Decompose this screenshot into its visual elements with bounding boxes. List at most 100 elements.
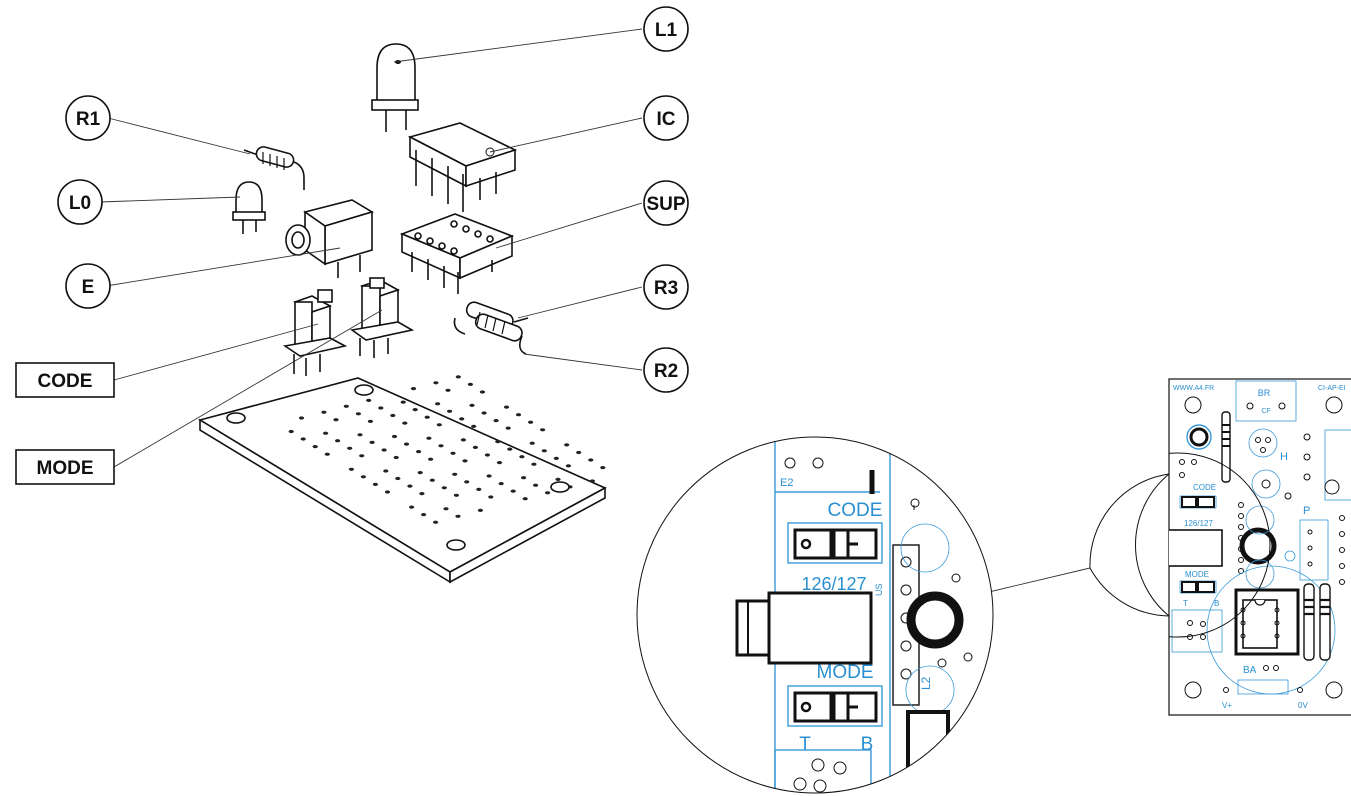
- pcb-hole: [479, 390, 485, 394]
- pcb-hole: [343, 404, 349, 408]
- pcb-hole: [391, 434, 398, 439]
- pcb-hole: [357, 433, 363, 437]
- pcb-hole: [288, 429, 294, 434]
- callout-l0-label: L0: [69, 193, 91, 214]
- pcb-hole: [360, 475, 366, 479]
- pcb-hole: [531, 462, 537, 466]
- pcb-hole: [435, 402, 441, 406]
- pcb-hole: [419, 492, 425, 496]
- zoom-code-label: CODE: [828, 500, 883, 521]
- board-p-label: P: [1303, 505, 1310, 517]
- ic-socket-part: [399, 213, 515, 294]
- pcb-hole: [477, 508, 483, 512]
- pcb-hole: [471, 424, 477, 428]
- pcb-hole: [390, 413, 396, 418]
- pcb-hole: [588, 458, 594, 462]
- pcb-hole: [467, 382, 473, 386]
- pcb-hole: [476, 487, 482, 491]
- pcb-hole: [469, 403, 475, 407]
- pcb-hole: [488, 495, 494, 499]
- callout-mode-label: MODE: [37, 458, 94, 479]
- pcb-hole: [522, 497, 528, 501]
- pcb-hole: [553, 456, 559, 460]
- jumper-mode-part: [349, 277, 415, 358]
- pcb-hole: [436, 423, 442, 427]
- zoom-detail: E2 CODE 126/127 US MODE T B: [636, 436, 994, 794]
- callout-sup: SUP: [643, 180, 689, 226]
- zoom-t-label: T: [799, 734, 811, 755]
- resistors-r3-r2-part: [453, 301, 529, 355]
- pcb-holes: [288, 375, 606, 524]
- pcb-hole: [321, 410, 327, 414]
- pcb-hole: [335, 439, 341, 443]
- zoom-l2-label: L2: [919, 676, 933, 690]
- board-value-label: 126/127: [1184, 519, 1213, 528]
- pcb-hole: [464, 480, 470, 484]
- pcb-hole: [505, 426, 511, 430]
- pcb-hole: [383, 469, 389, 473]
- pcb-hole: [496, 461, 503, 465]
- callout-ic: IC: [643, 95, 689, 141]
- callout-l1-label: L1: [655, 20, 678, 41]
- ic-chip-part: [407, 122, 518, 212]
- board-br-label: BR: [1258, 388, 1271, 398]
- pcb-hole: [528, 420, 534, 424]
- pcb-hole: [565, 464, 572, 468]
- pcb-hole: [367, 419, 373, 423]
- pcb-hole: [407, 484, 413, 488]
- board-ref-label: CI-AP-EI: [1318, 385, 1346, 392]
- board-mode-label: MODE: [1185, 570, 1209, 579]
- callout-r1: R1: [65, 95, 111, 141]
- pcb-hole: [555, 477, 561, 481]
- pcb-hole: [348, 467, 354, 471]
- pcb-hole: [426, 436, 432, 440]
- pcb-hole: [486, 474, 492, 478]
- pcb-hole: [355, 412, 361, 416]
- leader-lines: [99, 28, 643, 468]
- pcb-hole: [438, 444, 444, 448]
- pcb-hole: [410, 387, 417, 391]
- callout-r3: R3: [643, 264, 689, 310]
- pcb-hole: [455, 375, 461, 379]
- zoom-value-label: 126/127: [801, 574, 866, 594]
- callout-e-label: E: [82, 277, 95, 298]
- pcb-hole: [545, 491, 551, 495]
- pcb-hole: [519, 455, 525, 459]
- pcb-hole: [424, 415, 430, 419]
- pcb-hole: [323, 431, 329, 435]
- board-left-pins: [1238, 502, 1244, 574]
- callout-sup-label: SUP: [646, 194, 685, 215]
- pcb-hole: [447, 409, 453, 413]
- pcb-hole: [381, 448, 387, 452]
- board-h-label: H: [1280, 451, 1288, 463]
- pcb-hole: [366, 398, 372, 402]
- zoom-us-label: US: [874, 583, 884, 596]
- pcb-hole: [400, 400, 406, 404]
- pcb-hole: [453, 493, 459, 497]
- pcb-hole: [428, 457, 434, 461]
- pcb-hole: [503, 405, 510, 409]
- pcb-hole: [507, 447, 513, 451]
- pcb-hole: [462, 459, 468, 463]
- callout-r2-label: R2: [654, 361, 678, 382]
- pcb-hole: [452, 472, 458, 476]
- pcb-hole: [433, 381, 439, 385]
- pcb-hole: [445, 388, 451, 392]
- callout-l0: L0: [57, 179, 103, 225]
- pcb-hole: [472, 445, 478, 449]
- board-b-label: B: [1214, 599, 1219, 608]
- pcb-hole: [459, 417, 465, 421]
- pcb-hole: [347, 446, 353, 450]
- pcb-hole: [378, 406, 384, 410]
- pcb-hole: [515, 413, 522, 417]
- pcb-hole: [450, 451, 456, 455]
- board-0v-label: 0V: [1298, 701, 1308, 710]
- pcb-hole: [409, 505, 415, 509]
- board-ba-label: BA: [1243, 665, 1257, 676]
- pcb-hole: [493, 419, 499, 423]
- pcb-hole: [324, 452, 330, 456]
- pcb-hole: [541, 449, 547, 453]
- pcb-hole: [521, 476, 527, 480]
- pcb-hole: [421, 513, 427, 517]
